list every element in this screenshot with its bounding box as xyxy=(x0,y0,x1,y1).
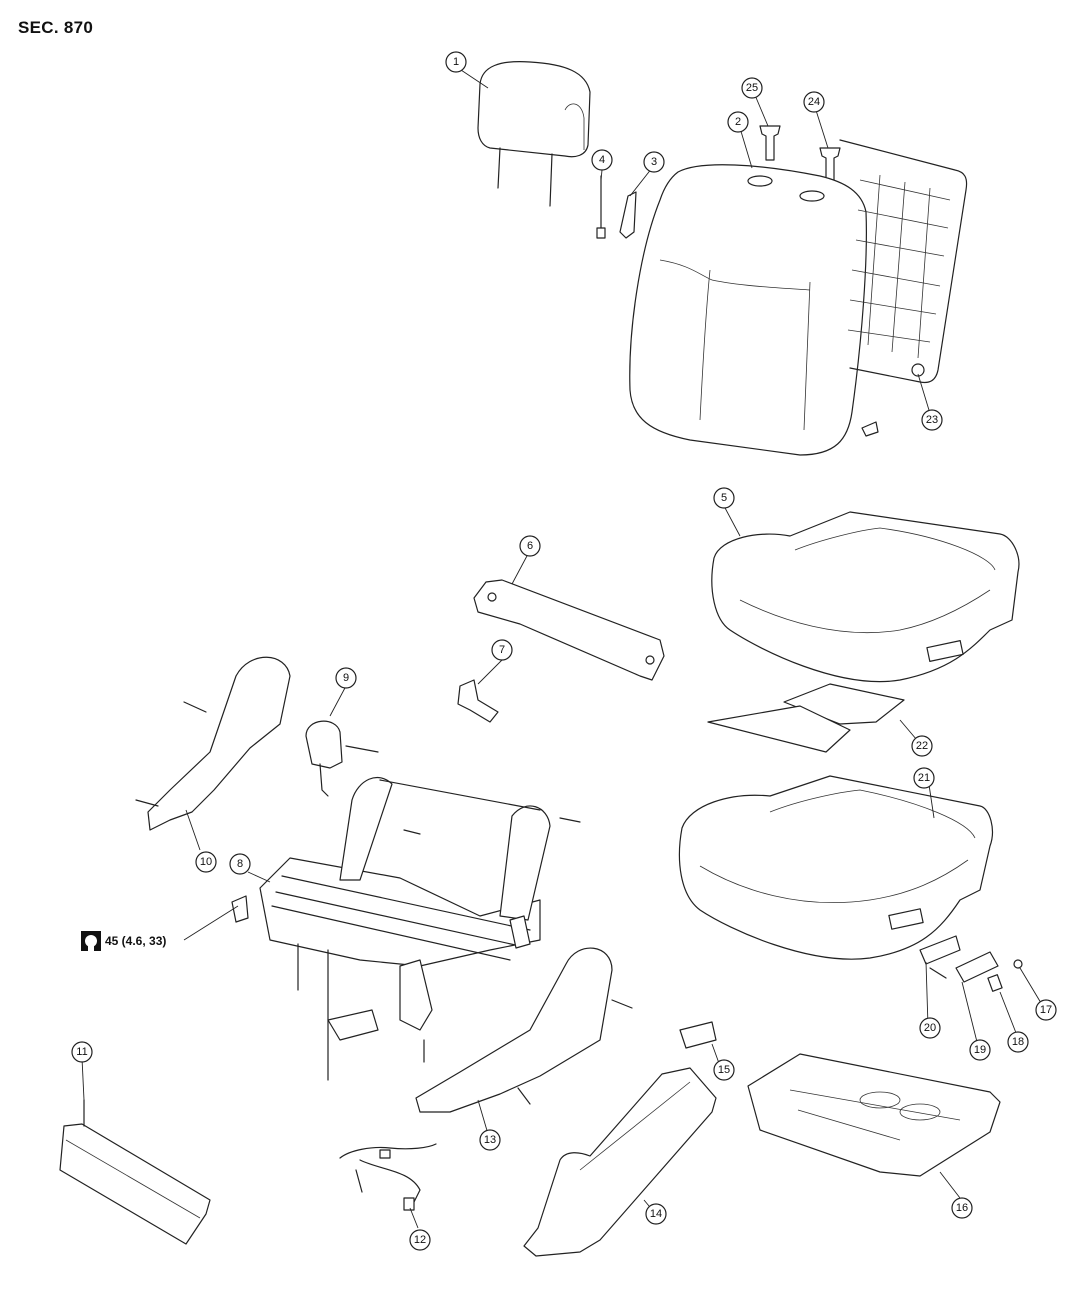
callout-22: 22 xyxy=(911,735,933,757)
cross-member-part xyxy=(473,579,665,681)
seat-belt-buckle-part xyxy=(305,720,343,797)
seatback-part xyxy=(629,164,867,456)
svg-text:15: 15 xyxy=(718,1064,730,1076)
callout-14: 14 xyxy=(645,1203,667,1225)
svg-text:11: 11 xyxy=(76,1046,87,1058)
knob-part-19 xyxy=(955,951,999,983)
svg-text:17: 17 xyxy=(1040,1004,1052,1016)
bracket-part-7 xyxy=(457,679,499,723)
cover-part-15 xyxy=(679,1021,717,1049)
cushion-cover-part xyxy=(711,511,1020,683)
wire-harness-part xyxy=(339,1143,437,1211)
svg-text:16: 16 xyxy=(956,1202,968,1214)
callout-17: 17 xyxy=(1035,999,1057,1021)
torque-value: 45 (4.6, 33) xyxy=(105,934,167,948)
torque-spec-note: 45 (4.6, 33) xyxy=(80,930,166,952)
section-label: SEC. 870 xyxy=(18,18,94,37)
svg-text:18: 18 xyxy=(1012,1036,1024,1048)
svg-text:12: 12 xyxy=(414,1234,426,1246)
lever-part-20 xyxy=(919,935,961,965)
callout-11: 11 xyxy=(71,1041,93,1063)
svg-text:6: 6 xyxy=(527,540,533,552)
finisher-part-11 xyxy=(59,1099,211,1245)
callout-5: 5 xyxy=(713,487,735,509)
svg-text:10: 10 xyxy=(200,856,212,868)
svg-text:14: 14 xyxy=(650,1208,662,1220)
headrest-guide-part-25 xyxy=(759,125,781,161)
svg-text:24: 24 xyxy=(808,96,820,108)
svg-text:13: 13 xyxy=(484,1134,496,1146)
seat-pan-part xyxy=(747,1053,1001,1177)
torque-wrench-icon xyxy=(81,931,101,951)
callout-12: 12 xyxy=(409,1229,431,1251)
svg-text:22: 22 xyxy=(916,740,928,752)
svg-text:7: 7 xyxy=(499,644,505,656)
clip-part-4 xyxy=(596,175,606,239)
svg-text:2: 2 xyxy=(735,116,741,128)
clip-part-17 xyxy=(1013,959,1023,969)
side-cover-part xyxy=(523,1067,717,1257)
svg-text:5: 5 xyxy=(721,492,727,504)
svg-text:21: 21 xyxy=(918,772,930,784)
seatback-frame-part xyxy=(839,139,968,437)
svg-text:3: 3 xyxy=(651,156,657,168)
callout-8: 8 xyxy=(229,853,251,875)
bracket-part-3 xyxy=(619,191,637,239)
callout-25: 25 xyxy=(741,77,763,99)
side-finisher-part-10 xyxy=(135,656,291,831)
callout-24: 24 xyxy=(803,91,825,113)
headrest-part xyxy=(477,61,591,207)
callout-23: 23 xyxy=(921,409,943,431)
svg-text:25: 25 xyxy=(746,82,758,94)
callout-9: 9 xyxy=(335,667,357,689)
seat-cushion-part xyxy=(678,775,993,960)
callout-10: 10 xyxy=(195,851,217,873)
side-finisher-part-13 xyxy=(415,947,633,1113)
callout-20: 20 xyxy=(919,1017,941,1039)
callout-18: 18 xyxy=(1007,1031,1029,1053)
svg-text:4: 4 xyxy=(599,154,605,166)
seat-frame-part xyxy=(231,745,581,1081)
svg-text:1: 1 xyxy=(453,56,459,68)
svg-text:8: 8 xyxy=(237,858,243,870)
callout-7: 7 xyxy=(491,639,513,661)
svg-text:23: 23 xyxy=(926,414,938,426)
small-parts-cluster xyxy=(919,935,1023,992)
svg-text:19: 19 xyxy=(974,1044,986,1056)
callout-4: 4 xyxy=(591,149,613,171)
callout-15: 15 xyxy=(713,1059,735,1081)
callout-13: 13 xyxy=(479,1129,501,1151)
callout-21: 21 xyxy=(913,767,935,789)
pad-part xyxy=(707,683,905,753)
callout-1: 1 xyxy=(445,51,467,73)
callout-6: 6 xyxy=(519,535,541,557)
svg-text:9: 9 xyxy=(343,672,349,684)
svg-text:20: 20 xyxy=(924,1022,936,1034)
callout-19: 19 xyxy=(969,1039,991,1061)
callout-2: 2 xyxy=(727,111,749,133)
callout-16: 16 xyxy=(951,1197,973,1219)
cap-part-18 xyxy=(987,974,1003,992)
callout-3: 3 xyxy=(643,151,665,173)
